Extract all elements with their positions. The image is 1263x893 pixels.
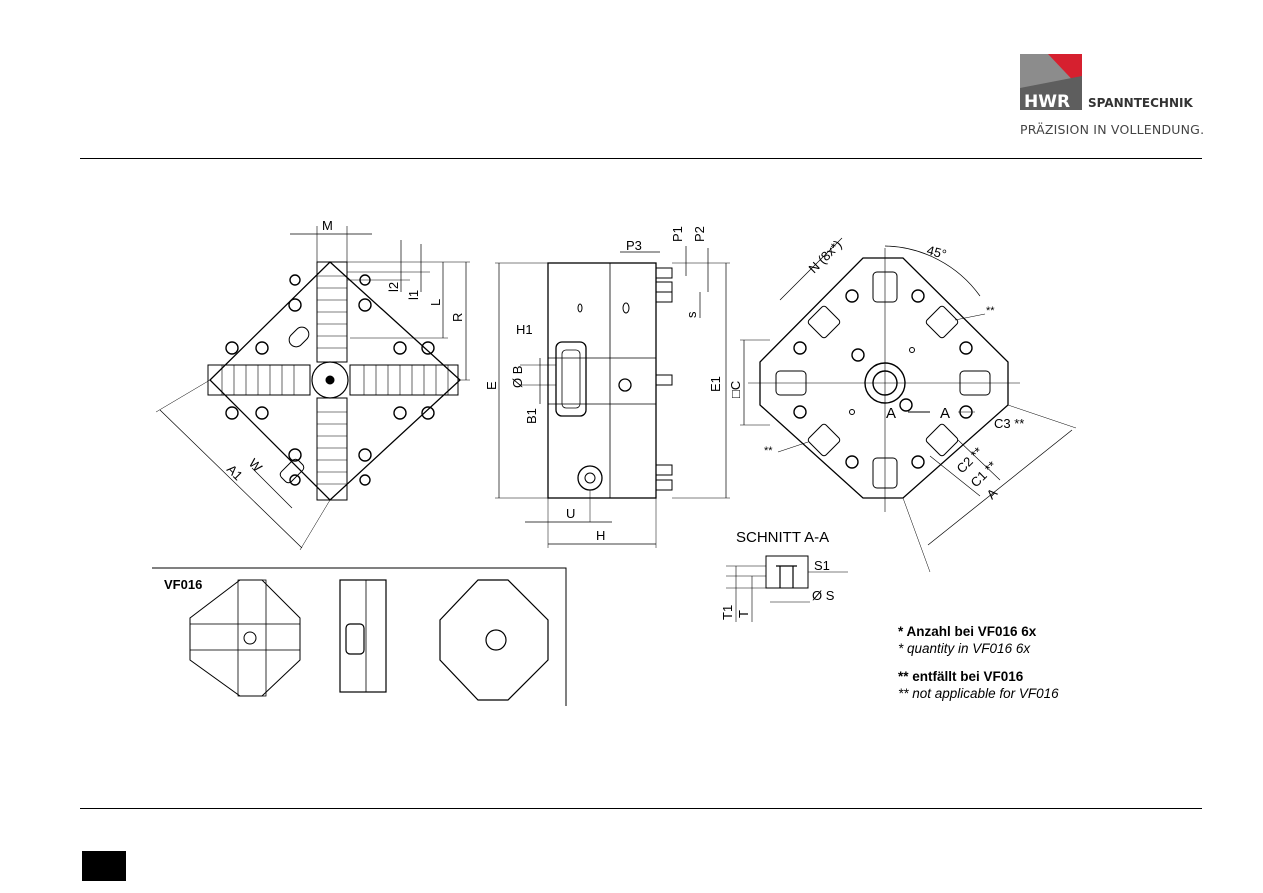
dim-w: W [246, 456, 266, 476]
dim-l2: l2 [386, 282, 401, 292]
dim-s: s [684, 311, 699, 318]
dim-a1: A1 [224, 462, 246, 484]
middle-side-view [495, 246, 730, 548]
dim-a: A [984, 485, 1001, 502]
dim-m: M [322, 218, 333, 233]
dim-p3: P3 [626, 238, 642, 253]
dim-s1: S1 [814, 558, 830, 573]
dim-b1: B1 [524, 408, 539, 424]
section-title: SCHNITT A-A [736, 529, 829, 546]
variant-label: VF016 [164, 577, 203, 592]
dim-c: □C [728, 381, 743, 398]
dim-s-dia: Ø S [812, 588, 835, 603]
dim-t: T [736, 610, 751, 618]
dim-p2: P2 [692, 226, 707, 242]
note-quantity-de: * Anzahl bei VF016 6x [898, 624, 1037, 639]
dim-e: E [484, 381, 499, 390]
right-bottom-view [740, 237, 1077, 573]
footer-rule [80, 808, 1202, 809]
dim-p1: P1 [670, 226, 685, 242]
page-number-box [82, 851, 126, 881]
logo-word: SPANNTECHNIK [1088, 96, 1193, 110]
left-top-view [155, 226, 470, 551]
note-na-de: ** entfällt bei VF016 [898, 669, 1024, 684]
hwr-logo: HWR SPANNTECHNIK [1020, 54, 1193, 112]
dim-n: N (8x*) [806, 237, 845, 276]
dim-h1: H1 [516, 322, 533, 337]
dim-l: L [428, 299, 443, 306]
dim-e1: E1 [708, 376, 723, 392]
note-na-en: ** not applicable for VF016 [898, 686, 1059, 701]
note-quantity-en: * quantity in VF016 6x [898, 641, 1031, 656]
dimension-labels: M P3 P1 P2 l2 l1 L R H1 E E1 s Ø B B1 U … [224, 218, 1024, 620]
dim-section-a-left: A [886, 405, 896, 422]
logo-tagline: PRÄZISION IN VOLLENDUNG. [1020, 122, 1205, 137]
dim-u: U [566, 506, 575, 521]
header-rule [80, 158, 1202, 159]
section-view [726, 555, 848, 622]
dim-l1: l1 [406, 290, 421, 300]
dim-h: H [596, 528, 605, 543]
logo-mark: HWR [1024, 92, 1070, 112]
star-left: ** [764, 445, 773, 457]
dim-c3: C3 ** [994, 416, 1024, 431]
dim-r: R [450, 313, 465, 322]
variant-panel [152, 567, 567, 706]
dim-t1: T1 [720, 605, 735, 620]
dim-section-a-right: A [940, 405, 950, 422]
star-top: ** [986, 305, 995, 317]
dim-b: Ø B [510, 366, 525, 388]
dim-angle: 45° [925, 242, 948, 262]
